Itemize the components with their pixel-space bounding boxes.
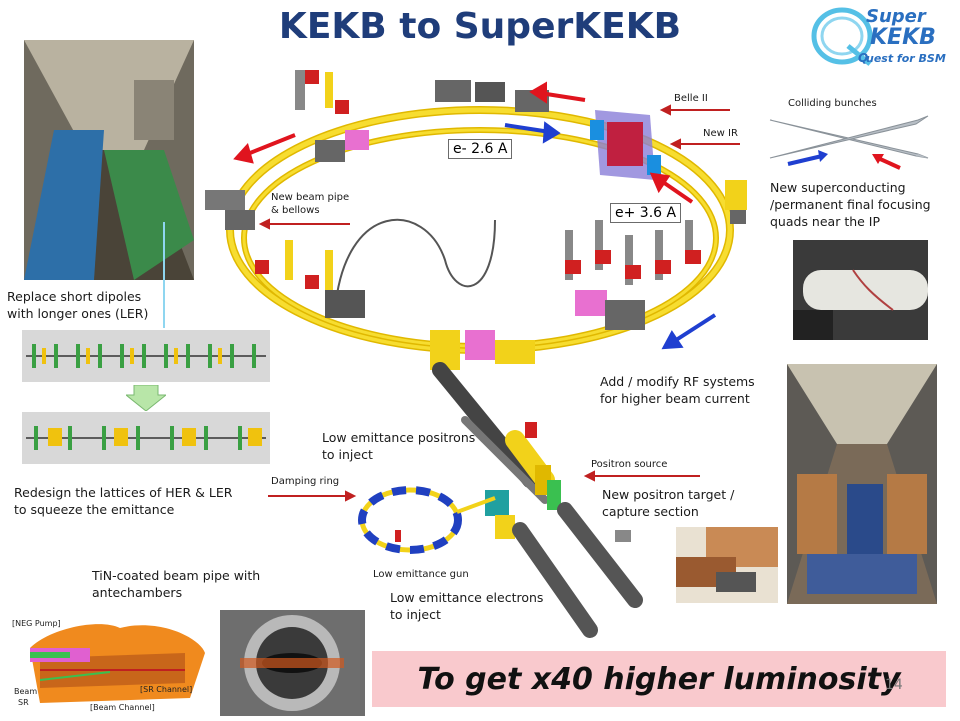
rf-systems-photo <box>787 364 937 604</box>
low-emittance-gun-label: Low emittance gun <box>373 569 469 580</box>
replace-dipoles-label: Replace short dipoles with longer ones (… <box>7 289 149 321</box>
new-beam-pipe-label: New beam pipe & bellows <box>271 192 350 216</box>
lattice-new <box>22 412 270 464</box>
logo-q: Q <box>858 51 868 65</box>
positron-beam-label: e+ 3.6 A <box>610 203 682 223</box>
redesign-lattices-label: Redesign the lattices of HER & LER to sq… <box>14 485 233 517</box>
belle2-detector <box>590 110 661 180</box>
slide-title: KEKB to SuperKEKB <box>278 6 682 47</box>
tin-coated-label: TiN-coated beam pipe with antechambers <box>92 568 261 600</box>
positron-source-label: Positron source <box>591 459 668 470</box>
colliding-bunches <box>768 110 938 170</box>
low-emittance-positrons-label: Low emittance positrons to inject <box>322 430 476 462</box>
low-emittance-electrons-label: Low emittance electrons to inject <box>390 590 544 622</box>
positron-target-photo <box>676 527 778 603</box>
tunnel-photo <box>24 40 194 280</box>
logo-super: Super <box>866 6 927 27</box>
colliding-arrows <box>787 150 901 170</box>
neg-pump-label: [NEG Pump] <box>12 619 61 628</box>
beam-label: Beam <box>14 687 37 696</box>
new-positron-target-label: New positron target / capture section <box>602 487 735 519</box>
ring-diagram <box>195 60 765 650</box>
superkekb-logo: Super KEKB Q uest for BSM <box>808 2 958 68</box>
electron-beam-label: e- 2.6 A <box>448 139 513 159</box>
banner-text: To get x40 higher luminosity <box>417 661 901 697</box>
lattice-arrow <box>124 384 168 412</box>
luminosity-banner: To get x40 higher luminosity <box>372 651 946 707</box>
new-ir-label: New IR <box>703 128 738 139</box>
logo-kekb: KEKB <box>870 25 936 50</box>
logo-quest: uest for BSM <box>866 52 946 65</box>
belle2-label: Belle II <box>674 93 708 104</box>
damping-ring-label: Damping ring <box>271 476 340 487</box>
beam-pipe-photo <box>220 610 365 716</box>
final-focus-photo <box>793 240 928 340</box>
new-superconducting-label: New superconducting /permanent final foc… <box>770 180 931 229</box>
add-rf-label: Add / modify RF systems for higher beam … <box>600 374 755 406</box>
lattice-old <box>22 330 270 382</box>
beam-channel-label: [Beam Channel] <box>90 703 155 712</box>
page-number: 14 <box>885 677 903 693</box>
sr-label: SR <box>18 698 29 707</box>
sr-channel-label: [SR Channel] <box>140 685 192 694</box>
beam-pipe-diagram: [NEG Pump] Beam SR [SR Channel] [Beam Ch… <box>10 608 210 716</box>
colliding-bunches-label: Colliding bunches <box>788 98 877 109</box>
